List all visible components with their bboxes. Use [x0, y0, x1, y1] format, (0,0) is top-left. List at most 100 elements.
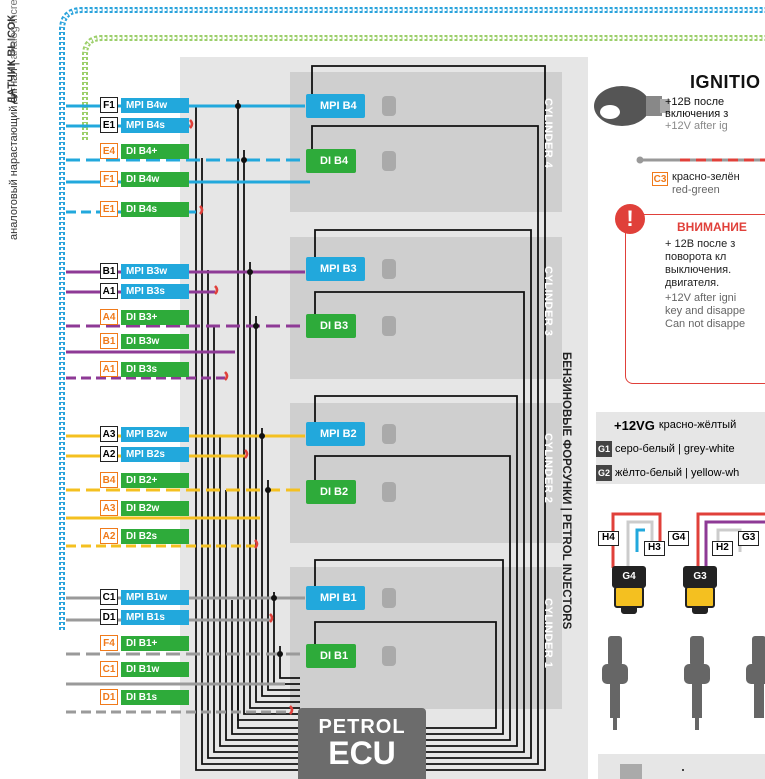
wire-tag: DI B4+	[121, 143, 189, 159]
sensor-subtitle: аналоговый нарастающий сигнал | analog i…	[8, 0, 20, 240]
warning-title: ВНИМАНИЕ	[677, 220, 747, 234]
pin-code: A2	[100, 528, 118, 544]
warning-line: двигателя.	[665, 277, 720, 289]
injector-di-b3: DI B3	[306, 314, 357, 338]
pin-code: A2	[100, 446, 118, 462]
wire-tag: MPI B3s	[121, 283, 189, 299]
connector-wires	[611, 512, 765, 568]
pin-code: D1	[100, 689, 118, 705]
injector-di-b2: DI B2	[306, 480, 357, 504]
pin-code: A1	[100, 283, 118, 299]
wire-tag: DI B3+	[121, 309, 189, 325]
pin-code: C1	[100, 661, 118, 677]
pin-code: A3	[100, 500, 118, 516]
wire-tag: DI B3s	[121, 361, 189, 377]
warning-line: Can not disappe	[665, 318, 746, 330]
power-12vg-row: +12VG красно-жёлтый	[614, 417, 737, 433]
injector-di-b4: DI B4	[306, 149, 357, 173]
pin-code: E1	[100, 201, 118, 217]
cylinder-3-label: CYLINDER 3	[542, 266, 554, 337]
c3-pin-badge: C3	[652, 172, 668, 186]
pin-code: E1	[100, 117, 118, 133]
ignition-title: IGNITIO	[690, 72, 761, 92]
pin-code: E4	[100, 143, 118, 159]
petrol-injectors-title: БЕНЗИНОВЫЕ ФОРСУНКИ | PETROL INJECTORS	[560, 352, 572, 630]
wire-tag: DI B2s	[121, 528, 189, 544]
pin-code: A4	[100, 309, 118, 325]
pin-code: D1	[100, 609, 118, 625]
petrol-ecu-block: PETROL ECU	[298, 708, 426, 779]
warning-line: +12V after igni	[665, 292, 737, 304]
warning-line: выключения.	[665, 264, 732, 276]
warning-box	[625, 214, 765, 384]
injector-mpi-b3: MPI B3	[306, 257, 365, 281]
wire-tag: MPI B2w	[121, 426, 189, 442]
injector-mpi-b1: MPI B1	[306, 586, 365, 610]
pin-code: C1	[100, 589, 118, 605]
warning-line: + 12В после з	[665, 238, 736, 250]
ignition-key-icon	[594, 86, 670, 126]
c3-text-ru: красно-зелён	[672, 171, 740, 183]
pin-code: A3	[100, 426, 118, 442]
injector-mpi-b4: MPI B4	[306, 94, 365, 118]
warning-line: поворота кл	[665, 251, 727, 263]
wire-tag: DI B1s	[121, 689, 189, 705]
power-panel	[596, 412, 765, 484]
pin-code: F4	[100, 635, 118, 651]
injector-mpi-b2: MPI B2	[306, 422, 365, 446]
wire-tag: DI B4s	[121, 201, 189, 217]
wire-tag: DI B4w	[121, 171, 189, 187]
connector-label-g4: G4	[668, 531, 690, 546]
connector-label-g3: G3	[738, 531, 760, 546]
wire-tag: DI B1w	[121, 661, 189, 677]
cut-markers	[189, 119, 294, 715]
pin-code: F1	[100, 97, 118, 113]
ignition-line3: +12V after ig	[665, 120, 728, 132]
connector-label-h2: H2	[712, 541, 733, 556]
injector-plugs	[382, 96, 396, 666]
cylinder-2-label: CYLINDER 2	[542, 433, 554, 504]
power-g2-row: G2 жёлто-белый | yellow-wh	[596, 465, 740, 481]
wire-tag: DI B1+	[121, 635, 189, 651]
connector-label-h4: H4	[598, 531, 619, 546]
wire-tag: MPI B1w	[121, 589, 189, 605]
c3-text-en: red-green	[672, 184, 720, 196]
wire-tag: MPI B3w	[121, 263, 189, 279]
cylinder-4-label: CYLINDER 4	[542, 98, 554, 169]
pin-code: B1	[100, 263, 118, 279]
ecu-line2: ECU	[328, 735, 396, 771]
wire-tag: DI B2w	[121, 500, 189, 516]
petrol-injector-icons	[602, 636, 765, 730]
injector-di-b1: DI B1	[306, 644, 357, 668]
warning-line: key and disappe	[665, 305, 746, 317]
cylinder-1-label: CYLINDER 1	[542, 598, 554, 669]
wire-tag: MPI B2s	[121, 446, 189, 462]
wire-tag: MPI B4w	[121, 97, 189, 113]
sheath-outer-pattern	[61, 9, 765, 630]
power-g1-row: G1 серо-белый | grey-white	[596, 441, 735, 457]
wire-tag: MPI B4s	[121, 117, 189, 133]
warning-icon: !	[615, 204, 645, 234]
plug-g4: G4	[612, 566, 646, 614]
sheath-inner-pattern	[84, 37, 765, 140]
plug-g3: G3	[683, 566, 717, 614]
ignition-line2: включения з	[665, 108, 729, 120]
pin-code: F1	[100, 171, 118, 187]
